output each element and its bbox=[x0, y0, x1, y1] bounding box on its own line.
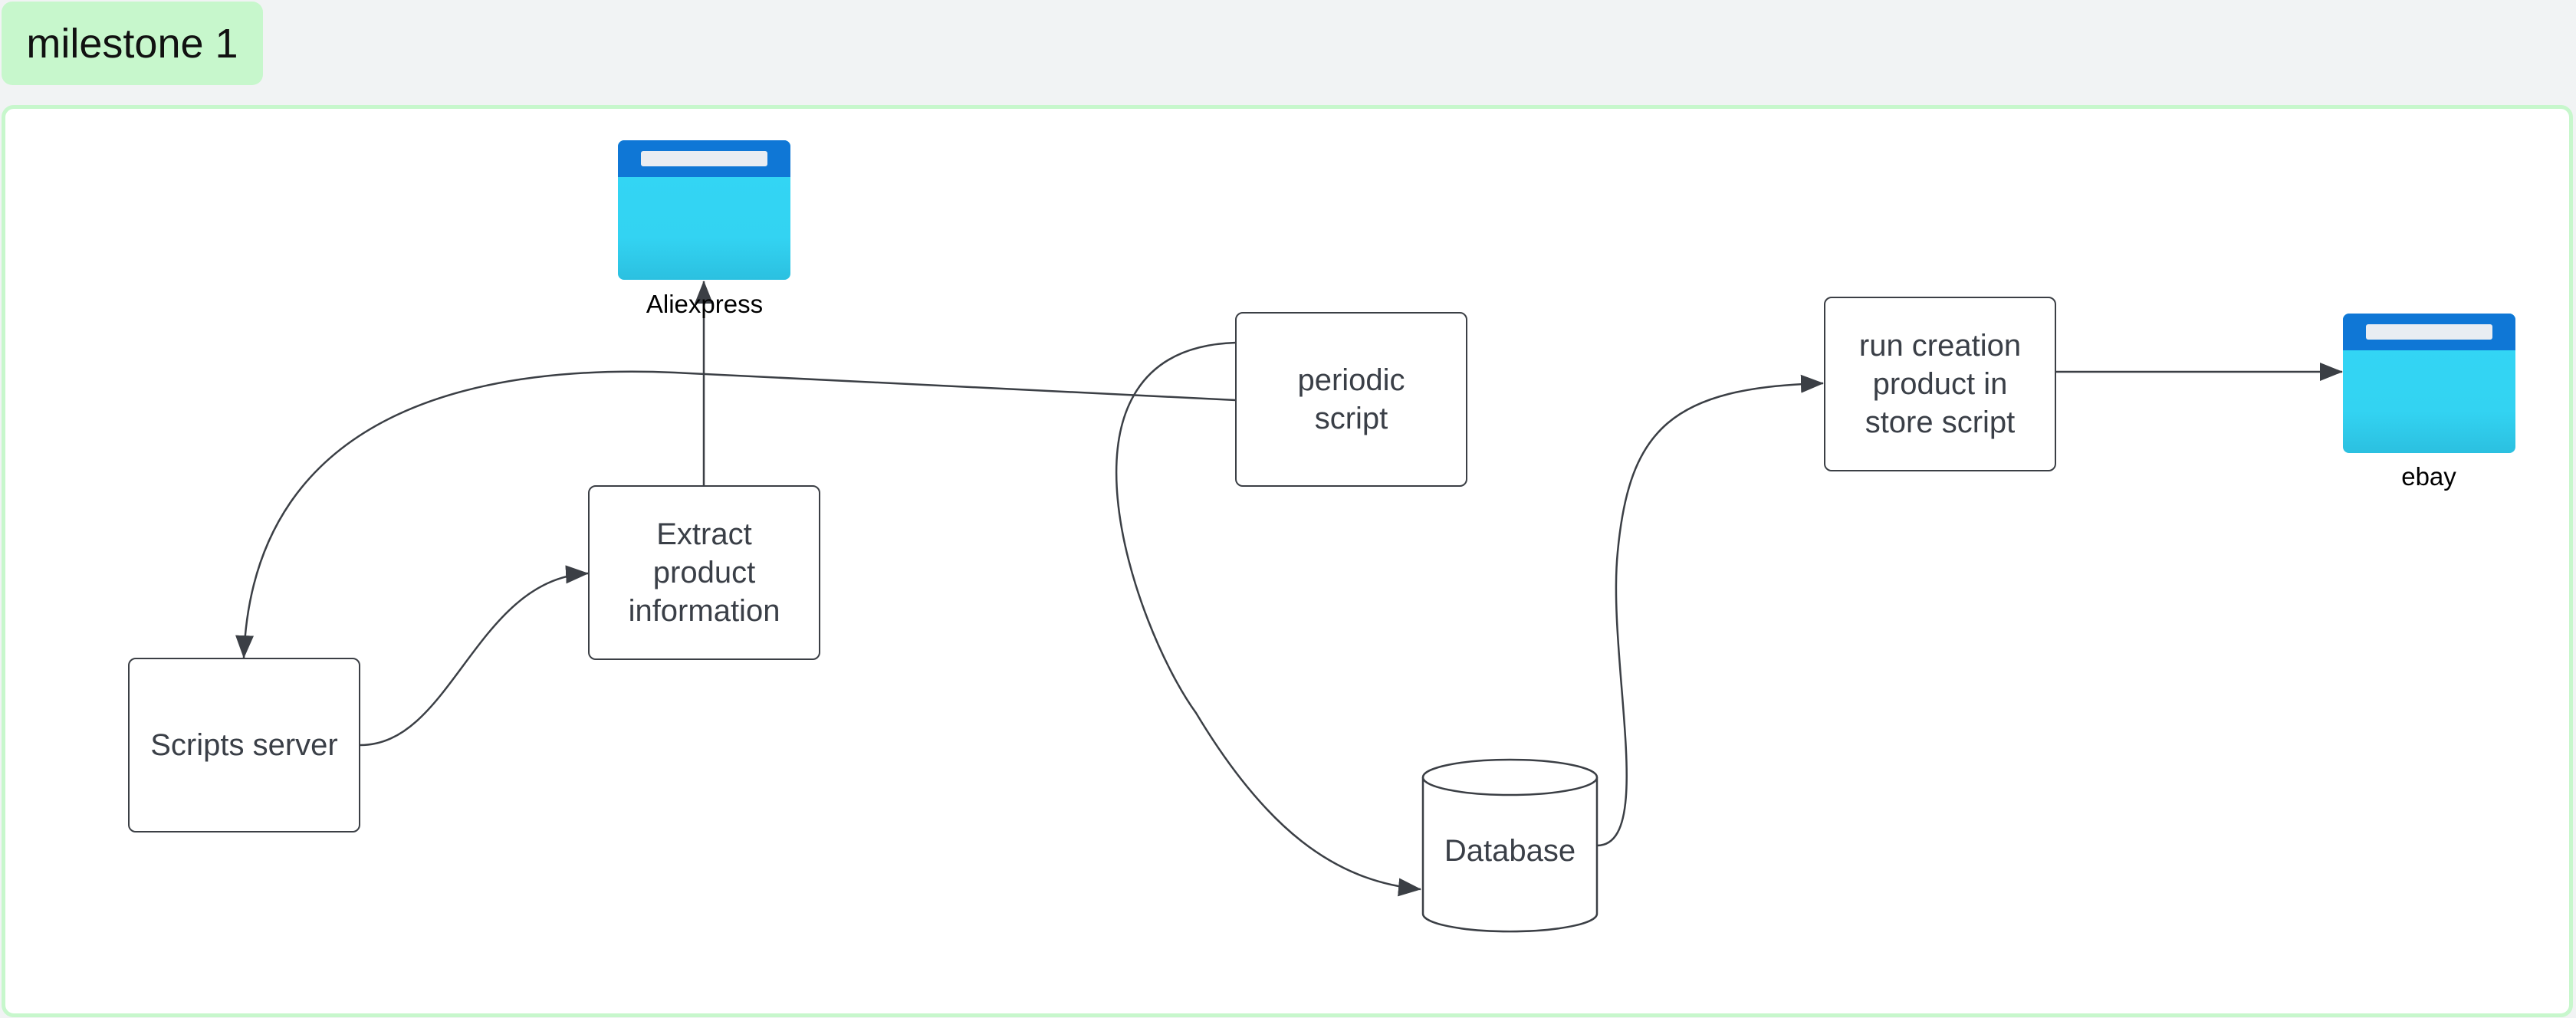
run-creation-label: run creation product in store script bbox=[1858, 329, 2022, 439]
edge-periodic-to-database bbox=[1115, 341, 1421, 897]
group-label[interactable]: milestone 1 bbox=[2, 2, 263, 85]
periodic-script-node[interactable]: periodic script bbox=[1235, 312, 1467, 487]
database-label: Database bbox=[1444, 834, 1576, 868]
ebay-label: ebay bbox=[2401, 462, 2456, 491]
run-creation-node[interactable]: run creation product in store script bbox=[1824, 297, 2056, 471]
scripts-server-node[interactable]: Scripts server bbox=[128, 658, 360, 832]
aliexpress-label: Aliexpress bbox=[646, 290, 764, 318]
group-label-text: milestone 1 bbox=[26, 20, 238, 67]
milestone-group-frame bbox=[2, 105, 2573, 1017]
extract-product-label: Extract product information bbox=[628, 517, 780, 628]
database-cylinder bbox=[1421, 758, 1598, 933]
edge-scripts-to-extract bbox=[360, 565, 589, 747]
extract-product-node[interactable]: Extract product information bbox=[588, 485, 820, 660]
scripts-server-label: Scripts server bbox=[150, 728, 338, 762]
browser-address-bar bbox=[2366, 324, 2492, 340]
edge-periodic-to-scripts bbox=[235, 370, 1237, 658]
aliexpress-browser-icon[interactable] bbox=[618, 140, 790, 280]
browser-address-bar bbox=[641, 151, 767, 166]
ebay-browser-icon[interactable] bbox=[2343, 314, 2515, 453]
periodic-script-label: periodic script bbox=[1297, 363, 1405, 435]
edge-database-to-runcreation bbox=[1596, 374, 1824, 847]
